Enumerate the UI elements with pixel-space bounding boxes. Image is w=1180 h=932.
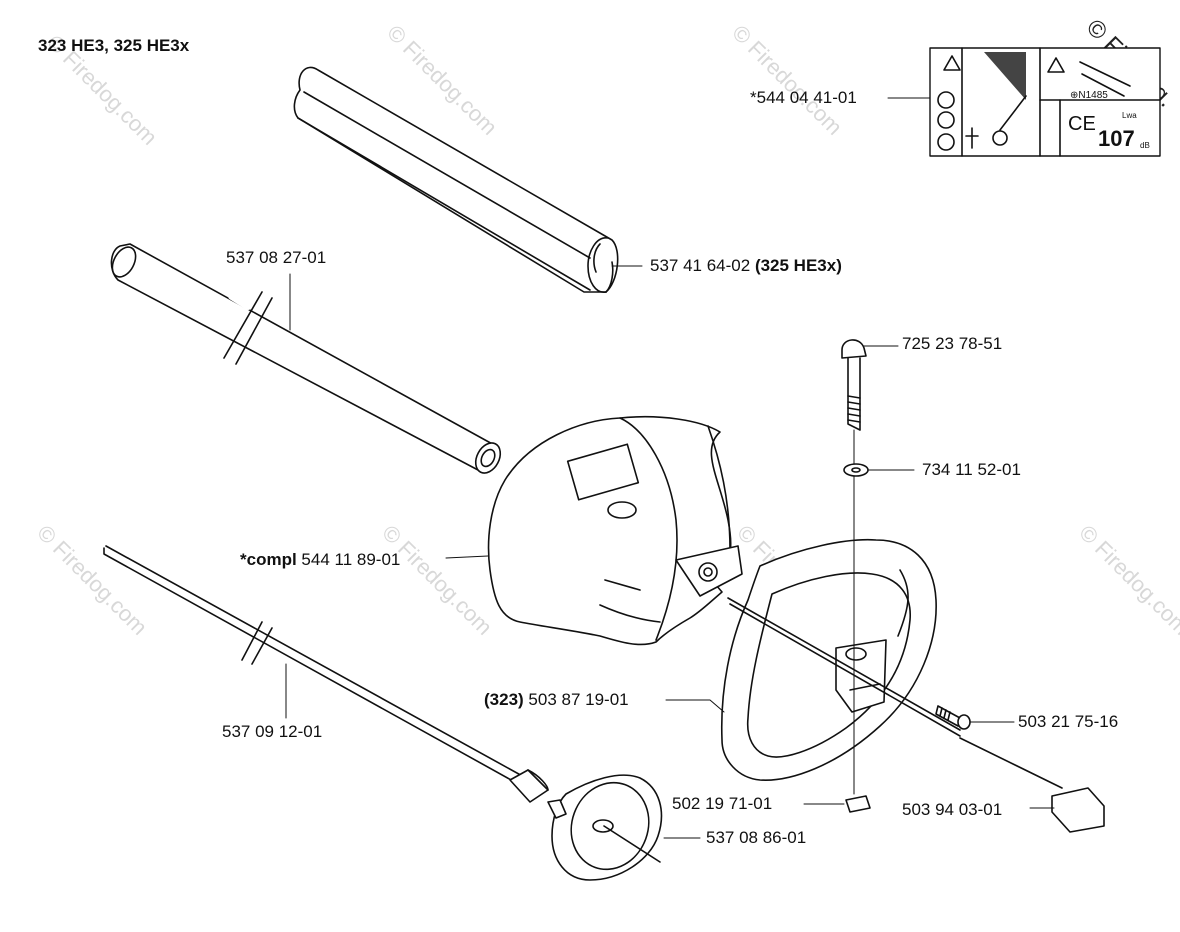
part-label-clip: 503 94 03-01 xyxy=(902,800,1003,819)
tube-cover-part xyxy=(293,66,619,293)
drive-shaft-part xyxy=(103,545,549,803)
guard-part xyxy=(487,415,743,646)
decal-noise-level: 107 xyxy=(1098,126,1135,151)
decal-ce: CE xyxy=(1068,113,1096,135)
shaft-tube-part xyxy=(110,243,502,474)
page-title: 323 HE3, 325 HE3x xyxy=(38,36,190,55)
part-label-tube-cover: 537 41 64-02 (325 HE3x) xyxy=(650,256,842,275)
decal-part xyxy=(929,47,1161,157)
part-label-decal: *544 04 41-01 xyxy=(750,88,857,107)
washer-part xyxy=(843,463,869,477)
part-label-washer: 734 11 52-01 xyxy=(922,460,1021,479)
part-label-guard: *compl 544 11 89-01 xyxy=(240,550,401,569)
part-label-bolt: 725 23 78-51 xyxy=(902,334,1003,353)
clutch-drum-part xyxy=(547,774,663,881)
part-label-nut: 502 19 71-01 xyxy=(672,794,773,813)
part-label-screw: 503 21 75-16 xyxy=(1018,712,1119,731)
decal-noise-unit: dB xyxy=(1140,141,1150,150)
bolt-part xyxy=(841,339,867,795)
decal-code: ⊕N1485 xyxy=(1070,90,1108,101)
nut-part xyxy=(845,795,871,813)
clip-part xyxy=(1051,787,1105,833)
leader-line xyxy=(665,699,725,713)
part-label-shaft-tube: 537 08 27-01 xyxy=(226,248,327,267)
leader-line xyxy=(445,555,489,559)
part-label-drive-shaft: 537 09 12-01 xyxy=(222,722,323,741)
part-label-handle: (323) 503 87 19-01 xyxy=(484,690,629,709)
decal-lwa: Lwa xyxy=(1122,111,1137,120)
part-label-clutch-drum: 537 08 86-01 xyxy=(706,828,807,847)
